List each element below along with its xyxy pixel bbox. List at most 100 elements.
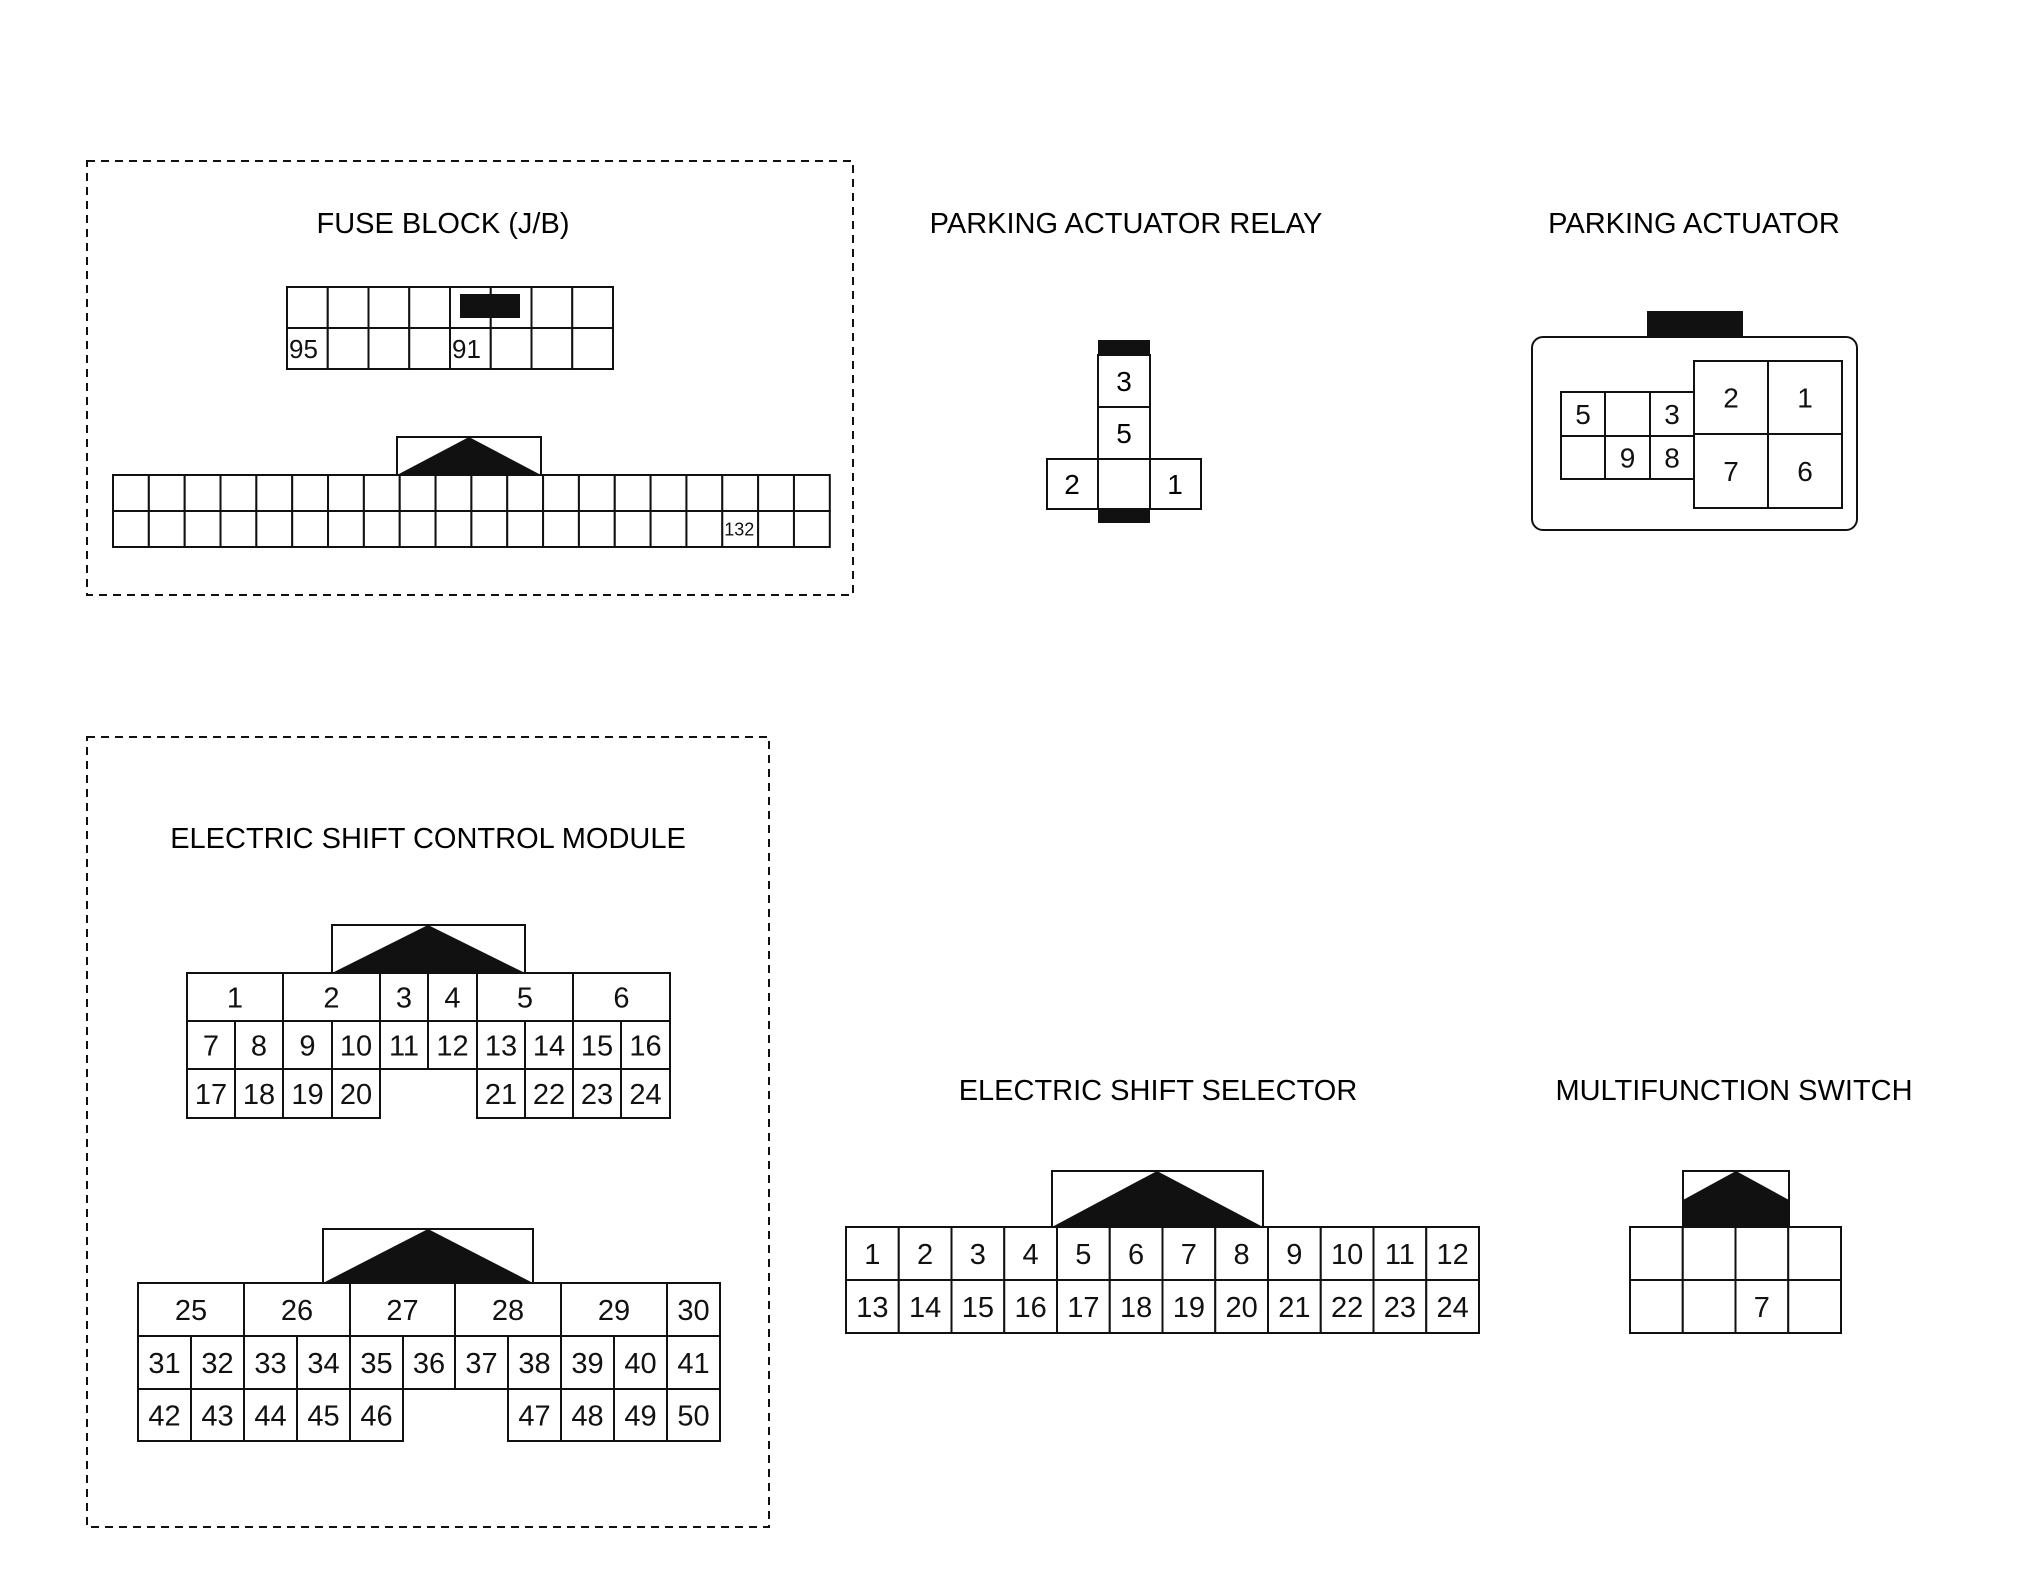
pin-number: 2: [1723, 383, 1739, 414]
parking-actuator-small-cavity: [1604, 391, 1651, 437]
ess-cavity: [1425, 1279, 1480, 1334]
fuse-block-lower-cavity: [112, 510, 150, 548]
pin-number: 5: [517, 982, 533, 1014]
fuse-block-lower-cavity: [542, 474, 580, 512]
fuse-block-lower-cavity: [327, 474, 365, 512]
escm-cavity: [282, 1068, 333, 1119]
fuse-block-lower-cavity: [577, 474, 616, 512]
fuse-block-lower-cavity: [506, 474, 545, 512]
pin-number: 36: [413, 1348, 445, 1380]
pin-number: 40: [624, 1348, 656, 1380]
escm-cavity: [190, 1388, 245, 1442]
fuse-block-upper-cavity: [408, 286, 451, 329]
pin-number: 132: [724, 519, 754, 539]
pin-number: 7: [1723, 456, 1739, 487]
fuse-block-lower-cavity: [398, 474, 437, 512]
fuse-block-lower-cavity: [219, 510, 258, 548]
fuse-block-lower-cavity: [613, 510, 652, 548]
pin-number: 33: [254, 1348, 286, 1380]
pin-number: 29: [598, 1295, 630, 1327]
fuse-block-lower-cavity: [613, 474, 652, 512]
fuse-block-lower-cavity: [291, 474, 330, 512]
pin-number: 20: [1225, 1292, 1257, 1324]
fuse-block-lower-cavity: [183, 474, 222, 512]
fuse-block-lower-cavity: [757, 474, 795, 512]
parking-actuator-title: PARKING ACTUATOR: [1548, 208, 1840, 240]
fuse-block-lower-cavity: [506, 510, 545, 548]
pin-number: 8: [1664, 443, 1680, 474]
fuse-block-lower-cavity: [470, 474, 509, 512]
fuse-block-lower-cavity: [792, 510, 831, 548]
parking-actuator-relay-connector: PARKING ACTUATOR RELAY 3 5 2 1: [930, 208, 1323, 523]
pin-number: 6: [613, 982, 629, 1014]
fuse-block-upper-cavity: [367, 327, 411, 370]
relay-pin-left: 2: [1064, 469, 1080, 500]
fuse-block-lower-cavity: [112, 474, 150, 512]
pin-number: 27: [386, 1295, 418, 1327]
pin-number: 32: [201, 1348, 233, 1380]
fuse-block-lower-cavity: [577, 510, 616, 548]
ess-cavity: [1319, 1279, 1375, 1334]
fuse-block-upper-cavity: [367, 286, 411, 329]
mfs-cavities: 7: [1629, 1226, 1842, 1334]
escm-cavity: [620, 1020, 671, 1070]
pin-number: 46: [360, 1400, 392, 1432]
pin-number: 9: [1286, 1239, 1302, 1271]
pin-number: 91: [452, 334, 481, 364]
escm-cavity: [296, 1335, 351, 1390]
multifunction-switch-title: MULTIFUNCTION SWITCH: [1555, 1075, 1912, 1107]
fuse-block-lower-cavity: [721, 510, 760, 548]
escm-cavity: [349, 1388, 404, 1442]
escm-cavity: [666, 1335, 721, 1390]
mfs-cavity: [1629, 1226, 1684, 1281]
pin-number: 95: [289, 334, 318, 364]
escm-cavity: [331, 1068, 381, 1119]
fuse-block-upper-cavities: 95 91: [286, 286, 614, 370]
relay-bottom-latch: [1098, 509, 1150, 523]
escm-cavity: [243, 1388, 298, 1442]
escm-cavity: [476, 972, 574, 1022]
pin-number: 10: [340, 1030, 372, 1062]
escm-cavity: [137, 1335, 192, 1390]
ess-cavity: [1108, 1279, 1164, 1334]
pin-number: 43: [201, 1400, 233, 1432]
pin-number: 49: [624, 1400, 656, 1432]
pin-number: 15: [962, 1292, 994, 1324]
escm-cavity: [560, 1335, 615, 1390]
fuse-block-group-border: [86, 160, 854, 596]
relay-cavity-top: [1097, 354, 1151, 408]
pin-number: 20: [340, 1079, 372, 1111]
pin-number: 16: [1014, 1292, 1046, 1324]
fuse-block-lower-cavity: [219, 474, 258, 512]
escm-cavity: [572, 1068, 622, 1119]
fuse-block-lower-cavity: [362, 510, 401, 548]
fuse-block-upper-cavity: [530, 327, 574, 370]
relay-cavity-center: [1097, 458, 1151, 510]
escm-cavity: [296, 1388, 351, 1442]
ess-cavity: [1056, 1279, 1111, 1334]
parking-actuator-small-cavity: [1560, 391, 1606, 437]
fuse-block-lower-cavity: [685, 474, 724, 512]
ess-cavity: [950, 1226, 1006, 1281]
pin-number: 21: [485, 1079, 517, 1111]
pin-number: 14: [909, 1292, 941, 1324]
fuse-block-lower-cavity: [434, 510, 473, 548]
ess-cavity: [845, 1279, 900, 1334]
escm-b-key: [323, 1229, 533, 1283]
parking-actuator-relay-title: PARKING ACTUATOR RELAY: [930, 208, 1323, 240]
relay-cavity-right: [1149, 458, 1202, 510]
fuse-block-upper-cavity: [408, 327, 451, 370]
pin-number: 8: [1234, 1239, 1250, 1271]
pin-number: 12: [1436, 1239, 1468, 1271]
pin-number: 10: [1331, 1239, 1363, 1271]
escm-group-border: [86, 736, 770, 1528]
ess-cavity: [1108, 1226, 1164, 1281]
fuse-block-lower-cavity: [649, 510, 688, 548]
pin-number: 5: [1575, 399, 1591, 430]
ess-cavity: [1161, 1279, 1217, 1334]
escm-cavity: [137, 1282, 245, 1337]
mfs-cavity: [1629, 1279, 1684, 1334]
